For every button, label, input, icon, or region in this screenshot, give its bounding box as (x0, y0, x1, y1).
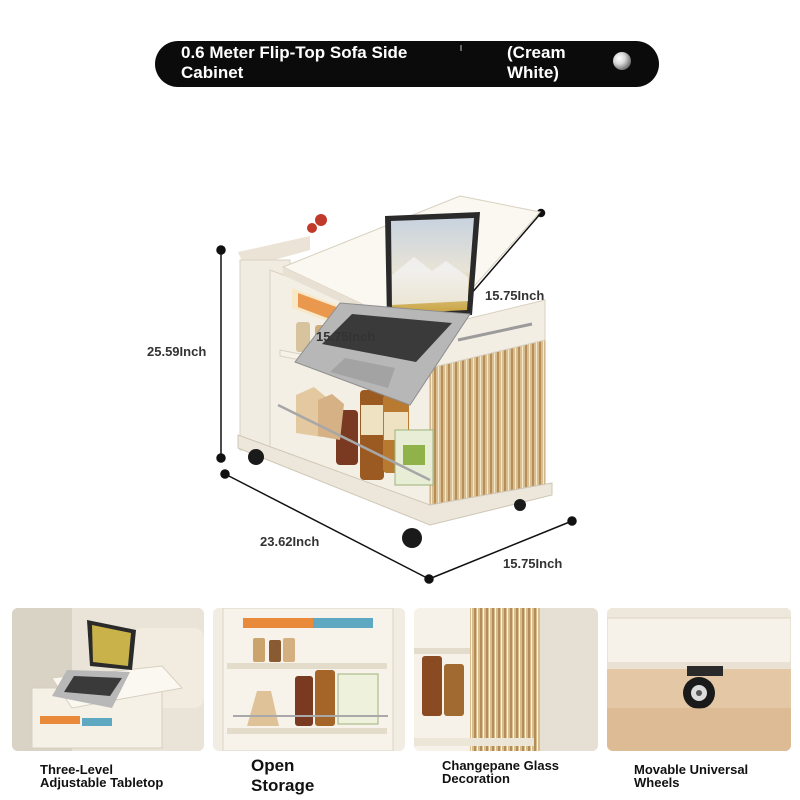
product-hero: 25.59Inch 23.62Inch 15.75Inch 15.75Inch … (0, 100, 800, 590)
thumbnail-wheels[interactable] (607, 608, 791, 751)
thumbnail-tabletop[interactable] (12, 608, 204, 751)
caption-glass: Changepane Glass Decoration (442, 758, 560, 786)
height-dimension: 25.59Inch (147, 344, 207, 359)
cabinet-illustration (216, 195, 577, 584)
pearl-dot-icon (613, 52, 631, 70)
tabletop-photo (12, 608, 204, 751)
thumbnail-open-storage[interactable] (213, 608, 405, 751)
caption-tabletop: Three-Level Adjustable Tabletop (40, 762, 164, 790)
depth-dimension: 15.75Inch (503, 556, 563, 571)
title-banner: 0.6 Meter Flip-Top Sofa Side Cabinet (Cr… (155, 41, 659, 87)
glass-decoration-photo (414, 608, 598, 751)
product-title: 0.6 Meter Flip-Top Sofa Side Cabinet (181, 43, 408, 82)
caption-wheels: Movable Universal Wheels (634, 762, 749, 790)
thumbnail-glass[interactable] (414, 608, 598, 751)
color-variant-label: (Cream White) (507, 43, 566, 82)
open-storage-photo (213, 608, 405, 751)
universal-wheels-photo (607, 608, 791, 751)
divider-mark (460, 45, 462, 51)
caption-open-storage: Open Storage (251, 756, 315, 795)
top-depth-dimension: 15.75Inch (485, 288, 545, 303)
top-width-dimension: 15.75Inch (316, 329, 376, 344)
width-dimension: 23.62Inch (260, 534, 320, 549)
